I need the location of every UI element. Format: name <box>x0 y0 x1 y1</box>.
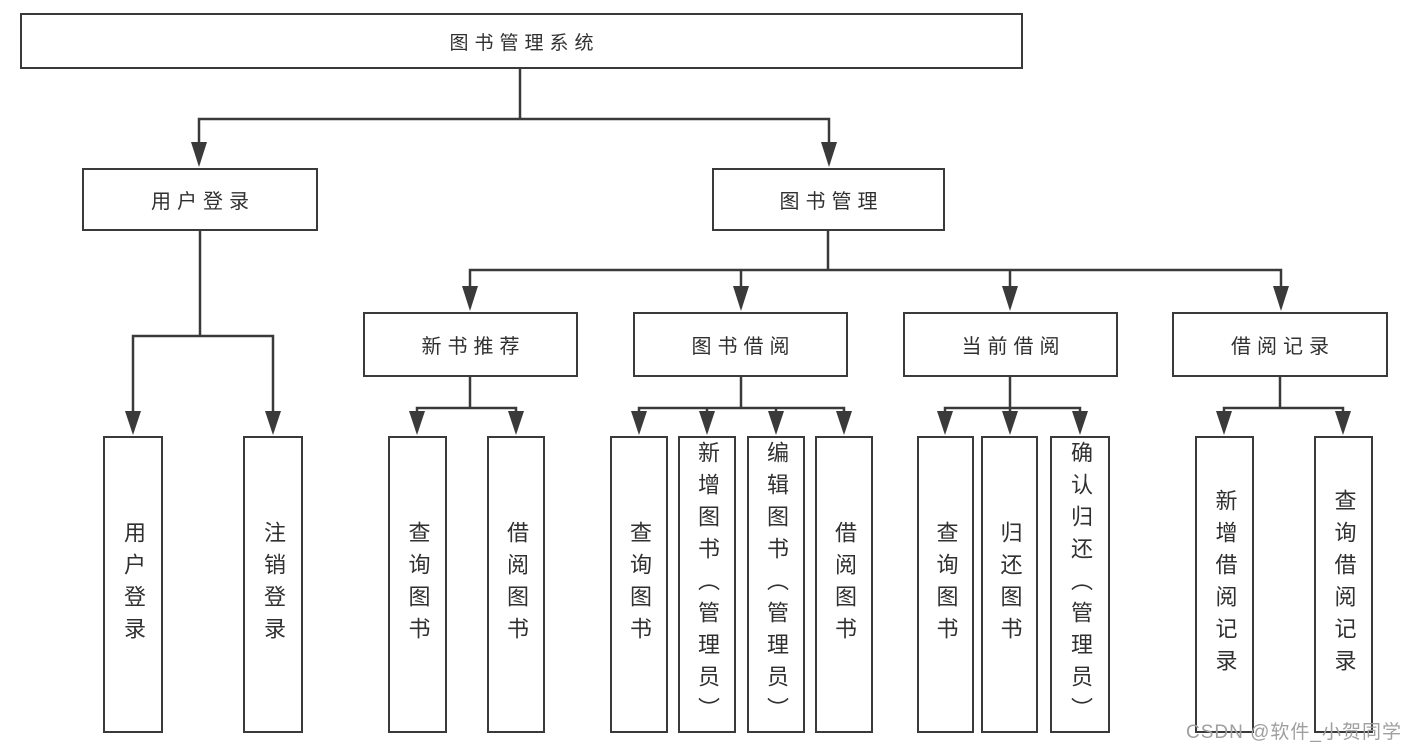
connector-bookmgmt-to-level3 <box>468 229 1283 308</box>
node-label: 归还图书 <box>997 520 1023 649</box>
node-leaf-query-books-recommend: 查询图书 <box>388 436 447 733</box>
connector-newbook-to-leaves <box>415 375 518 432</box>
node-label: 注销登录 <box>261 520 286 649</box>
node-leaf-borrow-books-borrow: 借阅图书 <box>815 436 873 733</box>
node-book-management: 图书管理 <box>712 168 945 231</box>
node-library-system: 图书管理系统 <box>20 13 1023 69</box>
node-leaf-user-login: 用户登录 <box>103 436 163 733</box>
connector-userlogin-to-leaves <box>131 229 275 432</box>
node-borrowing-records: 借阅记录 <box>1172 312 1388 377</box>
arrow-icon <box>265 411 281 435</box>
arrow-icon <box>937 411 953 435</box>
node-leaf-add-book-admin: 新增图书（管理员） <box>678 436 736 733</box>
node-label: 查询图书 <box>933 520 959 649</box>
arrow-icon <box>631 411 647 435</box>
arrow-icon <box>1216 411 1232 435</box>
arrow-icon <box>1335 411 1351 435</box>
arrow-icon <box>508 411 524 435</box>
node-label: 查询借阅记录 <box>1331 488 1357 681</box>
node-label: 借阅图书 <box>504 520 529 649</box>
node-leaf-query-books-borrow: 查询图书 <box>610 436 668 733</box>
node-user-login: 用户登录 <box>82 168 318 231</box>
connector-borrowing-to-leaves <box>637 375 846 432</box>
node-label: 编辑图书（管理员） <box>764 440 789 729</box>
connector-current-to-leaves <box>943 375 1082 432</box>
node-label: 新增图书（管理员） <box>695 440 720 729</box>
node-new-book-recommendation: 新书推荐 <box>363 312 578 377</box>
node-label: 借阅图书 <box>832 520 857 649</box>
arrow-icon <box>409 411 425 435</box>
node-label: 用户登录 <box>121 520 146 649</box>
node-leaf-edit-book-admin: 编辑图书（管理员） <box>747 436 805 733</box>
node-label: 确认归还（管理员） <box>1068 440 1093 729</box>
arrow-icon <box>1072 411 1088 435</box>
node-label: 新增借阅记录 <box>1212 488 1238 681</box>
arrow-icon <box>821 142 837 167</box>
node-current-borrowing: 当前借阅 <box>903 312 1118 377</box>
arrow-icon <box>836 411 852 435</box>
node-leaf-logout: 注销登录 <box>243 436 303 733</box>
arrow-icon <box>1002 411 1018 435</box>
arrow-icon <box>733 286 749 311</box>
arrow-icon <box>462 286 478 311</box>
node-leaf-return-book: 归还图书 <box>981 436 1038 733</box>
arrow-icon <box>125 411 141 435</box>
node-label: 查询图书 <box>405 520 431 649</box>
arrow-icon <box>1002 286 1018 311</box>
arrow-icon <box>768 411 784 435</box>
node-label: 查询图书 <box>627 520 652 649</box>
arrow-icon <box>1273 286 1289 311</box>
node-leaf-borrow-books-recommend: 借阅图书 <box>487 436 545 733</box>
node-leaf-query-borrow-record: 查询借阅记录 <box>1314 436 1373 733</box>
node-leaf-query-books-current: 查询图书 <box>917 436 974 733</box>
connector-root-to-level2 <box>197 67 831 164</box>
node-book-borrowing: 图书借阅 <box>633 312 848 377</box>
connector-records-to-leaves <box>1222 375 1345 432</box>
watermark: CSDN @软件_小贺同学 <box>1186 722 1402 743</box>
arrow-icon <box>191 142 207 167</box>
node-leaf-confirm-return-admin: 确认归还（管理员） <box>1050 436 1110 733</box>
node-leaf-add-borrow-record: 新增借阅记录 <box>1195 436 1254 733</box>
arrow-icon <box>699 411 715 435</box>
